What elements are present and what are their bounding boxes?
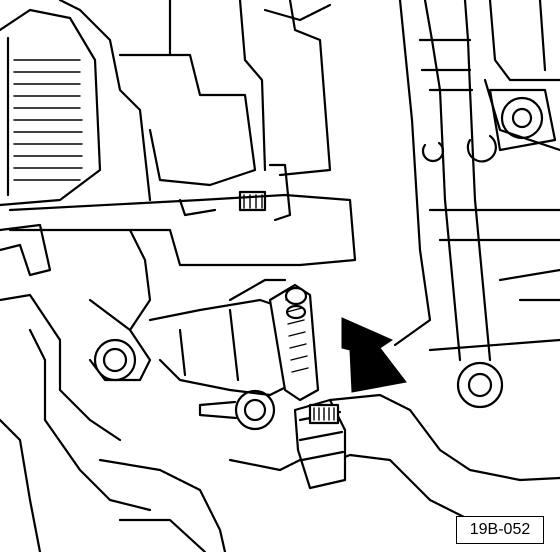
hose-clamp-lower <box>293 398 347 490</box>
arrow-pointer-icon <box>341 317 407 393</box>
right-casing <box>393 0 560 352</box>
bolt-center <box>198 389 276 431</box>
alternator-assembly <box>0 0 332 207</box>
bracket-plate <box>8 163 357 267</box>
left-housing <box>0 223 152 552</box>
bolt-left <box>93 338 137 382</box>
hose-clamp-upper <box>268 283 320 402</box>
bolt-top-right <box>488 88 557 152</box>
vertical-rod <box>418 0 504 409</box>
figure-reference-label: 19B-052 <box>456 516 544 544</box>
